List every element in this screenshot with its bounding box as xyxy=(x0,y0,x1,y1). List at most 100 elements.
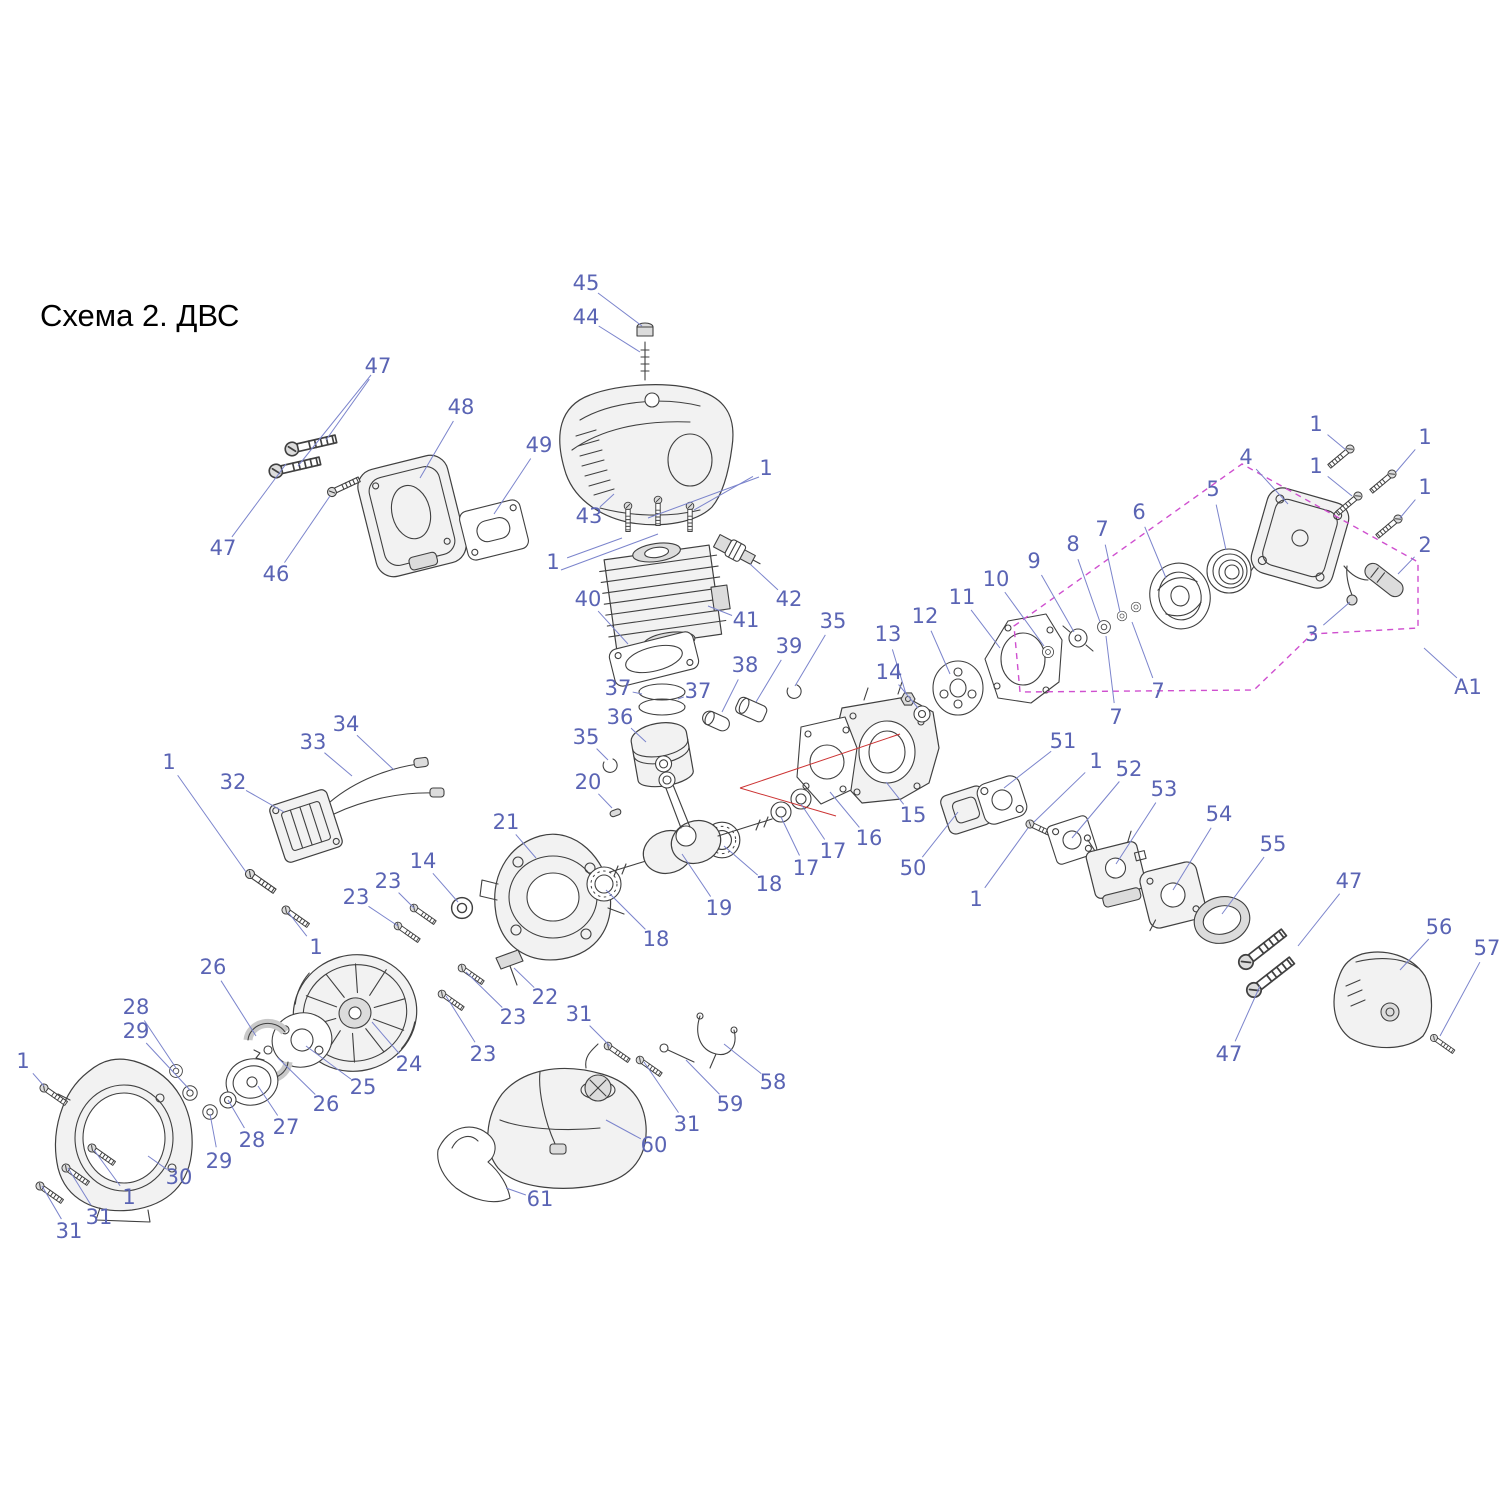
leader-line xyxy=(984,827,1029,889)
callout-34: 34 xyxy=(333,712,360,736)
leader-line xyxy=(1215,504,1227,551)
callout-5: 5 xyxy=(1206,477,1219,501)
callout-1: 1 xyxy=(759,456,772,480)
part-screw-1 xyxy=(279,903,311,930)
leader-line xyxy=(598,793,613,809)
leader-line xyxy=(513,967,535,988)
leader-line xyxy=(1297,893,1341,947)
callout-58: 58 xyxy=(760,1070,787,1094)
part-tank-bracket xyxy=(437,1126,511,1203)
leader-line xyxy=(419,420,454,479)
part-screw-1 xyxy=(623,501,633,532)
callout-46: 46 xyxy=(263,562,290,586)
leader-line xyxy=(891,649,907,695)
callout-19: 19 xyxy=(706,896,733,920)
leader-line xyxy=(723,1043,762,1075)
leader-line xyxy=(566,537,623,559)
callout-14: 14 xyxy=(410,849,437,873)
leader-line xyxy=(1131,621,1154,679)
callout-10: 10 xyxy=(983,567,1010,591)
callout-26: 26 xyxy=(200,955,227,979)
part-circlip xyxy=(602,758,618,773)
part-screw-31 xyxy=(602,1040,632,1065)
leader-line xyxy=(231,463,287,538)
callout-18: 18 xyxy=(756,872,783,896)
callout-1: 1 xyxy=(1089,749,1102,773)
leader-line xyxy=(749,563,779,591)
callout-26: 26 xyxy=(313,1092,340,1116)
part-screw-47 xyxy=(267,453,323,480)
part-intake-flange xyxy=(976,775,1028,825)
leader-line xyxy=(721,679,739,713)
part-screw-23 xyxy=(408,902,438,927)
red-leader-line xyxy=(739,733,901,789)
part-piston xyxy=(630,722,694,788)
leader-line xyxy=(681,853,712,897)
leader-line xyxy=(794,634,826,687)
callout-6: 6 xyxy=(1132,500,1145,524)
leader-line xyxy=(1004,591,1045,647)
leader-line xyxy=(1115,802,1157,865)
leader-line xyxy=(505,1187,527,1196)
part-crankcase-right xyxy=(832,681,940,804)
part-starter-handle xyxy=(1343,562,1404,598)
part-rope-guide xyxy=(1346,565,1358,606)
callout-16: 16 xyxy=(856,826,883,850)
part-spark-plug xyxy=(712,534,761,565)
part-screw-23 xyxy=(392,920,422,945)
assembly-a1-outline xyxy=(1013,463,1419,693)
callout-45: 45 xyxy=(573,271,600,295)
callout-49: 49 xyxy=(526,433,553,457)
part-choke-lever xyxy=(495,949,524,986)
leader-line xyxy=(707,605,733,616)
callout-31: 31 xyxy=(566,1002,593,1026)
leader-line xyxy=(1041,574,1075,633)
leader-line xyxy=(632,691,643,695)
leader-line xyxy=(1144,526,1167,579)
leader-line xyxy=(284,495,331,563)
leader-line xyxy=(147,1155,168,1170)
leader-line xyxy=(677,696,685,700)
part-screw-1 xyxy=(243,867,278,896)
callout-8: 8 xyxy=(1066,532,1079,556)
part-screw-31 xyxy=(634,1054,664,1079)
callout-1: 1 xyxy=(309,935,322,959)
leader-line xyxy=(800,803,826,840)
leader-line xyxy=(898,684,919,709)
callout-1: 1 xyxy=(969,887,982,911)
callout-23: 23 xyxy=(500,1005,527,1029)
part-engine-top-cover xyxy=(559,384,734,526)
leader-line xyxy=(921,811,959,858)
part-circlip xyxy=(786,684,802,699)
part-screw-1 xyxy=(1368,467,1399,495)
leader-line xyxy=(1395,449,1416,473)
leader-line xyxy=(597,292,643,327)
callout-29: 29 xyxy=(123,1019,150,1043)
part-starter-housing xyxy=(1250,487,1350,589)
leader-line xyxy=(1105,635,1115,704)
callout-1: 1 xyxy=(162,750,175,774)
leader-line xyxy=(1234,985,1261,1042)
part-fuel-tank xyxy=(487,1043,647,1189)
leader-line xyxy=(1397,556,1415,575)
callout-29: 29 xyxy=(206,1149,233,1173)
callout-27: 27 xyxy=(273,1115,300,1139)
leader-line xyxy=(1071,781,1120,839)
leader-line xyxy=(220,980,257,1037)
leader-line xyxy=(41,1185,62,1220)
part-oil-seal xyxy=(770,801,792,823)
part-starter-gasket xyxy=(984,613,1063,704)
leader-line xyxy=(287,911,308,937)
leader-line xyxy=(324,752,353,777)
part-washer-14 xyxy=(450,896,474,920)
leader-line xyxy=(685,1059,720,1095)
callout-56: 56 xyxy=(1426,915,1453,939)
part-key-20 xyxy=(609,808,622,818)
callout-4: 4 xyxy=(1239,445,1252,469)
callout-28: 28 xyxy=(123,995,150,1019)
callout-31: 31 xyxy=(56,1219,83,1243)
leader-line xyxy=(1003,750,1052,789)
callout-35: 35 xyxy=(573,725,600,749)
part-crankshaft xyxy=(609,771,773,877)
leader-line xyxy=(755,659,782,703)
